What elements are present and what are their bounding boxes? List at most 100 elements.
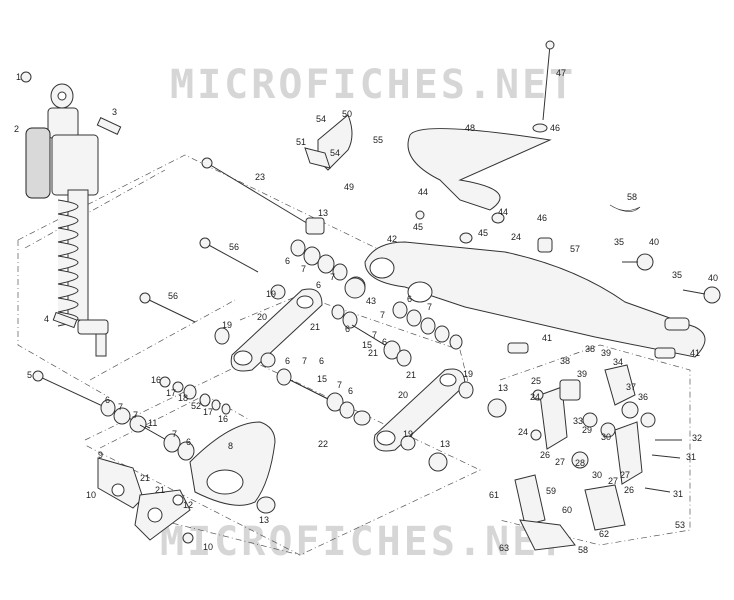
- callout-c7b: 7: [133, 410, 138, 420]
- callout-c24b: 24: [530, 392, 540, 402]
- callout-c22: 22: [318, 439, 328, 449]
- callout-c4: 4: [44, 314, 49, 324]
- callout-c6a: 6: [105, 395, 110, 405]
- callout-c46a: 46: [550, 123, 560, 133]
- callout-c15b: 15: [317, 374, 327, 384]
- callout-c16a: 16: [151, 375, 161, 385]
- callout-c9: 9: [98, 450, 103, 460]
- callout-c27c: 27: [620, 470, 630, 480]
- callout-c27a: 27: [555, 457, 565, 467]
- callout-c6b: 6: [186, 437, 191, 447]
- callout-c19c: 19: [403, 429, 413, 439]
- callout-c13b: 13: [318, 208, 328, 218]
- callout-c63: 63: [499, 543, 509, 553]
- callout-c51: 51: [296, 137, 306, 147]
- callout-c13a: 13: [259, 515, 269, 525]
- callout-c48: 48: [465, 123, 475, 133]
- callout-c30b: 30: [592, 470, 602, 480]
- callout-c2: 2: [14, 124, 19, 134]
- callout-c40b: 40: [708, 273, 718, 283]
- callout-c5: 5: [27, 370, 32, 380]
- watermark-top: MICROFICHES.NET: [170, 62, 576, 108]
- swingarm: [304, 114, 721, 359]
- callout-c21a: 21: [140, 473, 150, 483]
- callout-c53: 53: [675, 520, 685, 530]
- callout-c6g: 6: [319, 356, 324, 366]
- callout-c6e: 6: [382, 337, 387, 347]
- callout-c35b: 35: [672, 270, 682, 280]
- watermark-bottom: MICROFICHES.NET: [160, 519, 566, 565]
- callout-c36: 36: [638, 392, 648, 402]
- callout-c7j: 7: [337, 380, 342, 390]
- callout-c16b: 16: [218, 414, 228, 424]
- callout-c61: 61: [489, 490, 499, 500]
- callout-c55: 55: [373, 135, 383, 145]
- callout-c19a: 19: [266, 289, 276, 299]
- callout-c39a: 39: [601, 348, 611, 358]
- callout-c20b: 20: [398, 390, 408, 400]
- callout-c41a: 41: [542, 333, 552, 343]
- callout-c33: 33: [573, 416, 583, 426]
- callout-c54a: 54: [316, 114, 326, 124]
- callout-c20a: 20: [257, 312, 267, 322]
- callout-c7a: 7: [118, 402, 123, 412]
- callout-c26a: 26: [540, 450, 550, 460]
- callout-c6i: 6: [407, 294, 412, 304]
- callout-c6c: 6: [285, 256, 290, 266]
- callout-c56b: 56: [168, 291, 178, 301]
- callout-c37: 37: [626, 382, 636, 392]
- callout-c49: 49: [344, 182, 354, 192]
- callout-c39b: 39: [577, 369, 587, 379]
- callout-c21e: 21: [406, 370, 416, 380]
- callout-c17a: 17: [166, 388, 176, 398]
- callout-c24c: 24: [518, 427, 528, 437]
- callout-c19b: 19: [222, 320, 232, 330]
- callout-c8: 8: [228, 441, 233, 451]
- callout-c7d: 7: [301, 264, 306, 274]
- callout-c13c: 13: [440, 439, 450, 449]
- callout-c31a: 31: [686, 452, 696, 462]
- callout-c7g: 7: [302, 356, 307, 366]
- callout-c50: 50: [342, 109, 352, 119]
- callout-c54b: 54: [330, 148, 340, 158]
- callout-c7e: 7: [330, 272, 335, 282]
- callout-c1: 1: [16, 72, 21, 82]
- callout-c38a: 38: [585, 344, 595, 354]
- callout-c21d: 21: [368, 348, 378, 358]
- callout-c21c: 21: [310, 322, 320, 332]
- callout-c40a: 40: [649, 237, 659, 247]
- callout-c29: 29: [582, 425, 592, 435]
- callout-c56a: 56: [229, 242, 239, 252]
- callout-c21b: 21: [155, 485, 165, 495]
- callout-c58a: 58: [627, 192, 637, 202]
- shock-absorber: [20, 71, 122, 357]
- callout-c59: 59: [546, 486, 556, 496]
- callout-c7i: 7: [427, 302, 432, 312]
- callout-c18: 18: [178, 393, 188, 403]
- callout-c60: 60: [562, 505, 572, 515]
- callout-c32: 32: [692, 433, 702, 443]
- callout-c6d: 6: [316, 280, 321, 290]
- callout-c42: 42: [387, 234, 397, 244]
- callout-c27b: 27: [608, 476, 618, 486]
- callout-c17b: 17: [203, 407, 213, 417]
- callout-c45a: 45: [478, 228, 488, 238]
- callout-c52: 52: [191, 401, 201, 411]
- callout-c31b: 31: [673, 489, 683, 499]
- linkage-middle: [214, 239, 507, 472]
- chain-guide: [514, 364, 682, 551]
- callout-c6f: 6: [285, 356, 290, 366]
- callout-c7c: 7: [172, 429, 177, 439]
- callout-c46b: 46: [537, 213, 547, 223]
- callout-c47: 47: [556, 68, 566, 78]
- callout-c62: 62: [599, 529, 609, 539]
- group-outlines: [17, 154, 691, 556]
- callout-c25: 25: [531, 376, 541, 386]
- callout-c19d: 19: [463, 369, 473, 379]
- callout-c34: 34: [613, 357, 623, 367]
- callout-c41b: 41: [690, 348, 700, 358]
- callout-c6j: 6: [348, 386, 353, 396]
- callout-c12: 12: [183, 500, 193, 510]
- callout-c7f: 7: [372, 330, 377, 340]
